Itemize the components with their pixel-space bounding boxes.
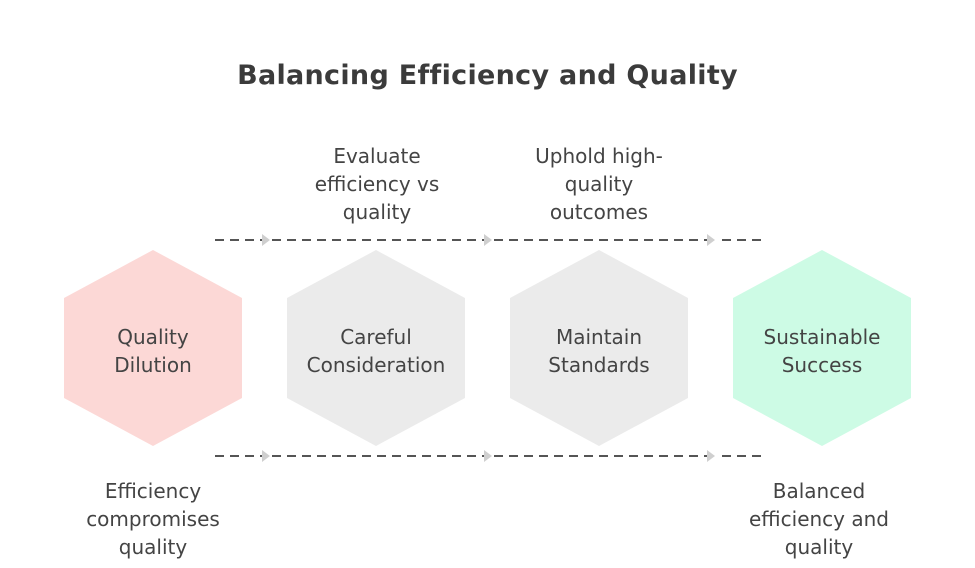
bottom-connector xyxy=(215,450,762,462)
arrowhead-icon xyxy=(707,450,715,462)
hexagon-maintain-standards xyxy=(510,250,688,446)
arrowhead-icon xyxy=(484,450,492,462)
arrowhead-icon xyxy=(707,234,715,246)
stage-label-careful-consideration: Careful Consideration xyxy=(306,325,446,377)
hexagon-quality-dilution xyxy=(64,250,242,446)
top-connector xyxy=(215,234,762,246)
stage-label-quality-dilution: Quality Dilution xyxy=(114,325,192,377)
bottom-caption-efficiency-compromises: Efficiency compromises quality xyxy=(86,479,220,559)
bottom-caption-balanced-efficiency: Balanced efficiency and quality xyxy=(749,479,889,559)
arrowhead-icon xyxy=(262,450,270,462)
arrowhead-icon xyxy=(484,234,492,246)
arrowhead-icon xyxy=(262,234,270,246)
stage-label-sustainable-success: Sustainable Success xyxy=(763,325,881,377)
stage-label-maintain-standards: Maintain Standards xyxy=(548,325,650,377)
hexagon-careful-consideration xyxy=(287,250,465,446)
diagram-title: Balancing Efficiency and Quality xyxy=(237,60,738,91)
top-caption-uphold: Uphold high- quality outcomes xyxy=(535,144,663,224)
hexagon-sustainable-success xyxy=(733,250,911,446)
top-caption-evaluate: Evaluate efficiency vs quality xyxy=(314,144,440,224)
